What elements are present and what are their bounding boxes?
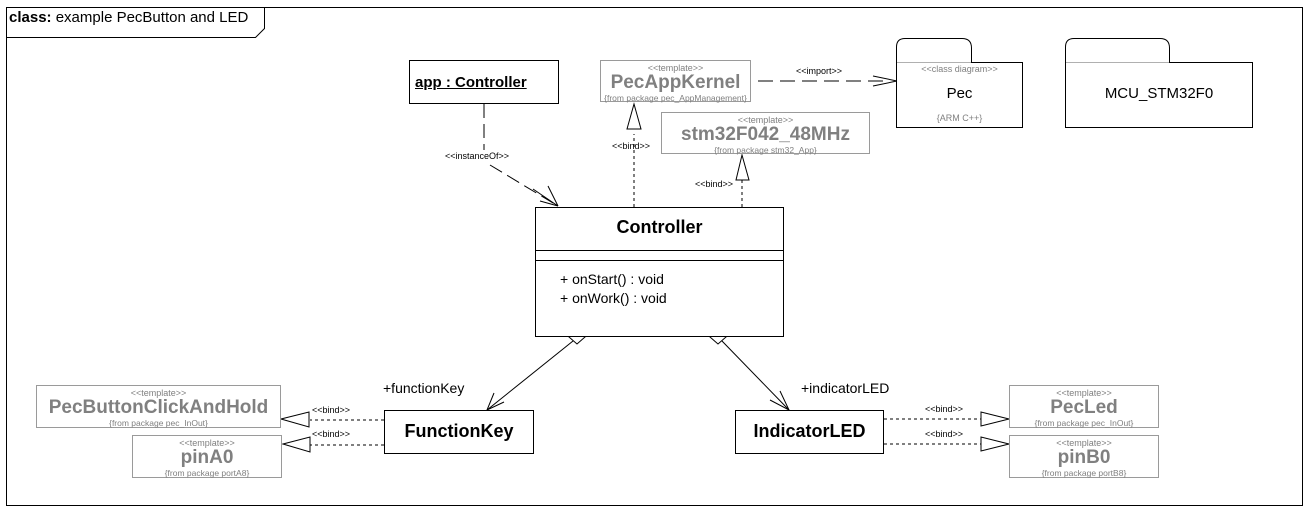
template-from: {from package portB8} bbox=[1041, 468, 1127, 478]
template-from: {from package pec_InOut} bbox=[109, 418, 208, 428]
realization-arrow-stm32 bbox=[735, 153, 750, 181]
bind-label-pina0: <<bind>> bbox=[312, 429, 351, 439]
template-from: {from package portA8} bbox=[164, 468, 250, 478]
class-controller-operations: + onStart() : void + onWork() : void bbox=[560, 270, 667, 308]
class-controller-divider bbox=[536, 260, 783, 261]
package-pec-tag: {ARM C++} bbox=[936, 113, 983, 123]
package-mcu-name: MCU_STM32F0 bbox=[1104, 85, 1214, 102]
class-functionkey[interactable]: FunctionKey bbox=[384, 410, 534, 454]
class-indicatorled[interactable]: IndicatorLED bbox=[735, 410, 884, 454]
template-pina0[interactable]: <<template>> pinA0 {from package portA8} bbox=[132, 435, 282, 478]
template-from: {from package pec_AppManagement} bbox=[604, 93, 747, 103]
bind-label-pecbutton: <<bind>> bbox=[312, 405, 351, 415]
package-pec-name: Pec bbox=[946, 85, 973, 102]
template-pinb0[interactable]: <<template>> pinB0 {from package portB8} bbox=[1009, 435, 1159, 478]
template-name: stm32F042_48MHz bbox=[681, 124, 850, 145]
realization-arrow-pecappkernel bbox=[626, 102, 642, 130]
frame-label-tab bbox=[6, 7, 265, 38]
bind-label-pecappkernel: <<bind>> bbox=[612, 141, 651, 151]
class-controller-name: Controller bbox=[616, 217, 703, 237]
instanceof-arrowhead bbox=[532, 185, 559, 207]
association-line-indicatorled bbox=[721, 340, 790, 411]
template-pecled[interactable]: <<template>> PecLed {from package pec_In… bbox=[1009, 385, 1159, 428]
import-label: <<import>> bbox=[796, 66, 843, 76]
template-stereotype: <<template>> bbox=[130, 388, 187, 398]
template-stereotype: <<template>> bbox=[647, 63, 704, 73]
template-pecappkernel[interactable]: <<template>> PecAppKernel {from package … bbox=[600, 60, 751, 103]
realization-arrow-pecbutton bbox=[279, 411, 310, 428]
package-pec[interactable]: <<class diagram>> Pec {ARM C++} bbox=[897, 64, 1022, 124]
frame-kind: class: bbox=[9, 9, 52, 26]
template-name: pinB0 bbox=[1057, 447, 1111, 468]
operation-onwork: + onWork() : void bbox=[560, 290, 667, 306]
bind-label-pecled: <<bind>> bbox=[925, 404, 964, 414]
instanceof-label: <<instanceOf>> bbox=[445, 151, 510, 161]
frame-title: example PecButton and LED bbox=[55, 9, 249, 26]
template-from: {from package pec_InOut} bbox=[1034, 418, 1134, 428]
template-stereotype: <<template>> bbox=[179, 438, 235, 448]
bind-label-stm32: <<bind>> bbox=[695, 179, 734, 189]
bind-label-pinb0: <<bind>> bbox=[925, 429, 964, 439]
class-controller-divider bbox=[536, 250, 783, 251]
template-name: PecButtonClickAndHold bbox=[48, 397, 269, 418]
operation-onstart: + onStart() : void bbox=[560, 271, 664, 287]
association-line-functionkey bbox=[486, 340, 574, 411]
template-stereotype: <<template>> bbox=[1056, 438, 1112, 448]
class-indicatorled-name: IndicatorLED bbox=[753, 421, 866, 441]
package-pec-stereotype: <<class diagram>> bbox=[921, 64, 998, 74]
role-indicatorled: +indicatorLED bbox=[801, 380, 890, 396]
template-stm32f042[interactable]: <<template>> stm32F042_48MHz {from packa… bbox=[661, 112, 870, 155]
package-mcu-shape bbox=[1065, 38, 1253, 128]
object-app-controller[interactable]: app : Controller bbox=[409, 60, 559, 104]
object-app-controller-label: app : Controller bbox=[415, 74, 527, 91]
diagram-frame bbox=[6, 7, 1303, 506]
class-controller[interactable]: Controller + onStart() : void + onWork()… bbox=[535, 207, 784, 337]
frame-label: class: example PecButton and LED bbox=[6, 7, 248, 31]
realization-arrow-pecled bbox=[980, 411, 1010, 427]
template-name: PecAppKernel bbox=[610, 72, 741, 93]
realization-arrow-pina0 bbox=[281, 436, 311, 453]
template-stereotype: <<template>> bbox=[1056, 388, 1112, 398]
realization-arrow-pinb0 bbox=[980, 436, 1010, 452]
package-pec-shape bbox=[896, 38, 1023, 128]
instanceof-line bbox=[483, 104, 559, 207]
package-mcu[interactable]: MCU_STM32F0 bbox=[1066, 85, 1252, 102]
class-functionkey-name: FunctionKey bbox=[404, 421, 514, 441]
role-functionkey: +functionKey bbox=[383, 380, 465, 396]
template-name: PecLed bbox=[1050, 397, 1118, 418]
template-from: {from package stm32_App} bbox=[714, 145, 817, 155]
template-name: pinA0 bbox=[180, 447, 234, 468]
template-stereotype: <<template>> bbox=[737, 115, 794, 125]
template-pecbuttonclickandhold[interactable]: <<template>> PecButtonClickAndHold {from… bbox=[36, 385, 281, 428]
